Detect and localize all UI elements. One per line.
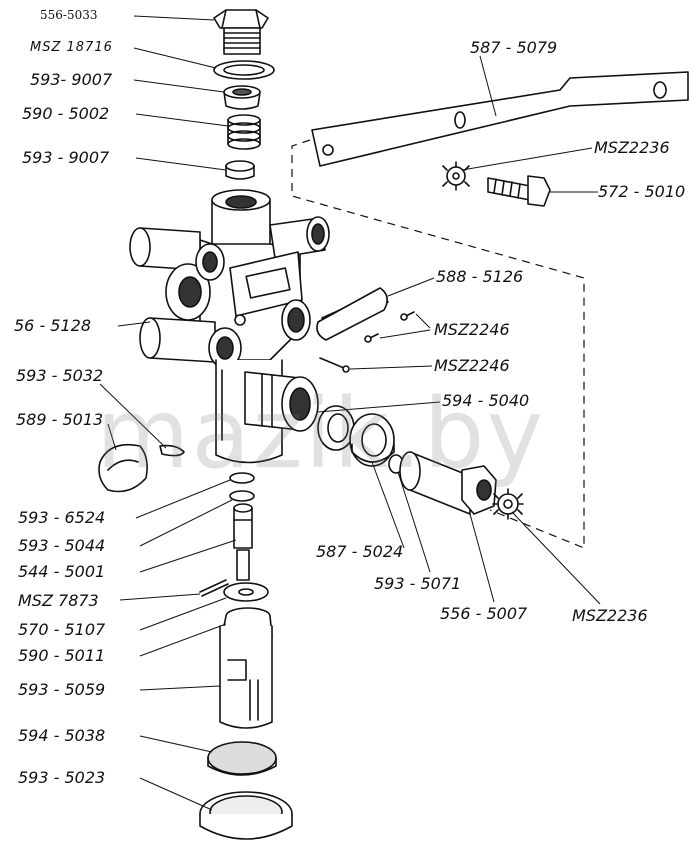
label-556-5007: 556 - 5007 (440, 604, 528, 623)
label-593-6524: 593 - 6524 (18, 508, 106, 527)
label-593-5059: 593 - 5059 (18, 680, 106, 699)
leader-lines (99, 15, 601, 811)
mounting-bracket (311, 71, 689, 167)
label-594-5040: 594 - 5040 (442, 391, 530, 410)
split-ring (98, 443, 148, 493)
base-cover (199, 791, 293, 840)
watermark: mazik.by (96, 378, 546, 490)
label-msz2236-bottom: MSZ2236 (572, 606, 648, 625)
valve-cap (223, 85, 261, 110)
label-593-5032: 593 - 5032 (16, 366, 104, 385)
label-593-9007-a: 593- 9007 (30, 70, 113, 89)
label-msz2246-b: MSZ2246 (434, 356, 510, 375)
label-msz-18716: MSZ 18716 (30, 40, 113, 55)
label-msz2236-top: MSZ2236 (594, 138, 670, 157)
washer-5107 (223, 582, 269, 602)
cover-plate (316, 287, 389, 341)
small-pin (159, 444, 185, 457)
label-556-5033: 556-5033 (40, 8, 98, 22)
assembly-guide (291, 139, 585, 549)
label-587-5079: 587 - 5079 (470, 38, 558, 57)
piston (219, 625, 273, 729)
label-593-5044: 593 - 5044 (18, 536, 106, 555)
label-593-9007-b: 593 - 9007 (22, 148, 110, 167)
valve-seat (225, 160, 255, 180)
outlet-fitting (399, 451, 497, 515)
label-56-5128: 56 - 5128 (14, 316, 92, 335)
washer-6524 (229, 472, 255, 484)
lock-washer-top (442, 161, 470, 191)
valve-stem (233, 503, 253, 581)
label-544-5001: 544 - 5001 (18, 562, 106, 581)
valve-body (129, 189, 330, 464)
label-572-5010: 572 - 5010 (598, 182, 686, 201)
washer (213, 60, 275, 80)
label-588-5126: 588 - 5126 (436, 267, 524, 286)
label-msz-7873: MSZ 7873 (18, 591, 99, 610)
lock-washer-right (492, 488, 524, 520)
label-570-5107: 570 - 5107 (18, 620, 106, 639)
bolt (487, 175, 551, 207)
cotter-pin (199, 579, 227, 593)
label-590-5002: 590 - 5002 (22, 104, 110, 123)
label-594-5038: 594 - 5038 (18, 726, 106, 745)
filter-disc (207, 741, 277, 775)
long-screw (319, 357, 345, 369)
label-593-5071: 593 - 5071 (374, 574, 462, 593)
label-587-5024: 587 - 5024 (316, 542, 404, 561)
label-590-5011: 590 - 5011 (18, 646, 106, 665)
hex-plug (213, 9, 269, 55)
label-msz2246-a: MSZ2246 (434, 320, 510, 339)
label-589-5013: 589 - 5013 (16, 410, 104, 429)
label-593-5023: 593 - 5023 (18, 768, 106, 787)
spring (227, 114, 261, 150)
